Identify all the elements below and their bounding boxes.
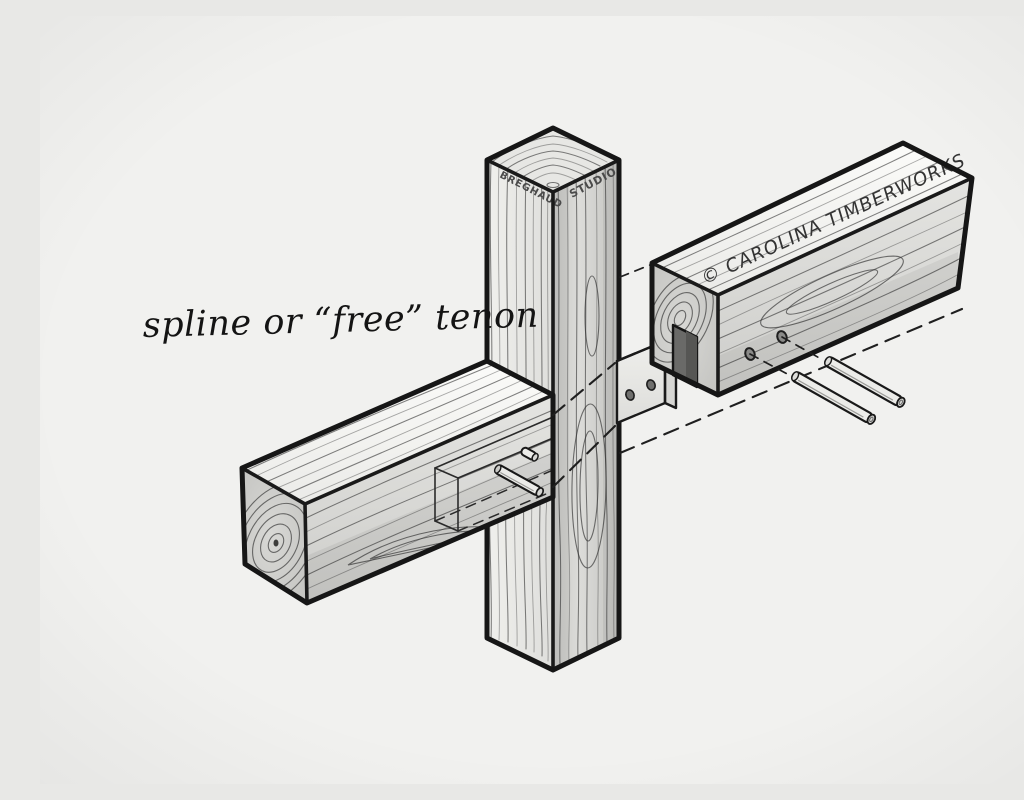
illustration-canvas: BREGHAUD STUDIO bbox=[40, 16, 1024, 784]
vignette-overlay bbox=[40, 16, 1024, 784]
timber-joint-illustration: BREGHAUD STUDIO bbox=[40, 16, 1024, 784]
